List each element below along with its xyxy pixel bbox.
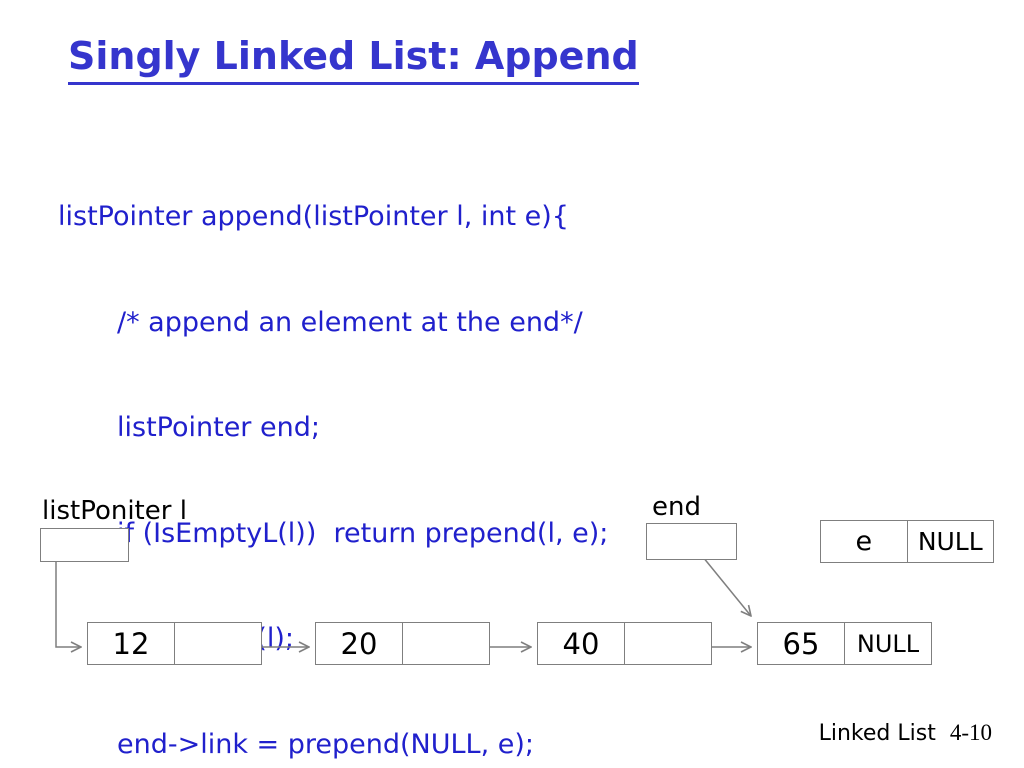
footer-course-name: Linked List bbox=[818, 721, 936, 746]
footer-page-number: 4-10 bbox=[949, 720, 992, 745]
list-pointer-label: listPoniter l bbox=[42, 496, 187, 526]
node-link: NULL bbox=[844, 623, 931, 664]
node-link bbox=[624, 623, 711, 664]
code-line: listPointer end; bbox=[117, 412, 320, 444]
code-line: if (IsEmptyL(l)) return prepend(l, e); bbox=[117, 517, 609, 549]
node-link bbox=[402, 623, 489, 664]
slide-footer: Linked List 4-10 bbox=[819, 720, 992, 746]
end-pointer-box bbox=[646, 523, 737, 560]
new-element-box: e NULL bbox=[820, 520, 994, 563]
node-value: 40 bbox=[562, 626, 600, 661]
slide-title: Singly Linked List: Append bbox=[68, 34, 639, 85]
node-value: 20 bbox=[340, 626, 378, 661]
new-element-value: e bbox=[855, 526, 873, 557]
list-node-20: 20 bbox=[315, 622, 490, 665]
node-link bbox=[174, 623, 261, 664]
end-label: end bbox=[652, 492, 701, 522]
list-pointer-box bbox=[40, 528, 129, 562]
list-node-40: 40 bbox=[537, 622, 712, 665]
code-line: /* append an element at the end*/ bbox=[117, 306, 583, 338]
code-block: listPointer append(listPointer l, int e)… bbox=[58, 133, 608, 768]
node-value: 65 bbox=[782, 626, 820, 661]
code-line: listPointer append(listPointer l, int e)… bbox=[58, 201, 569, 232]
code-line: end->link = prepend(NULL, e); bbox=[117, 728, 535, 760]
list-node-65: 65 NULL bbox=[757, 622, 932, 665]
node-value: 12 bbox=[112, 626, 150, 661]
list-node-12: 12 bbox=[87, 622, 262, 665]
new-element-link: NULL bbox=[906, 521, 994, 562]
